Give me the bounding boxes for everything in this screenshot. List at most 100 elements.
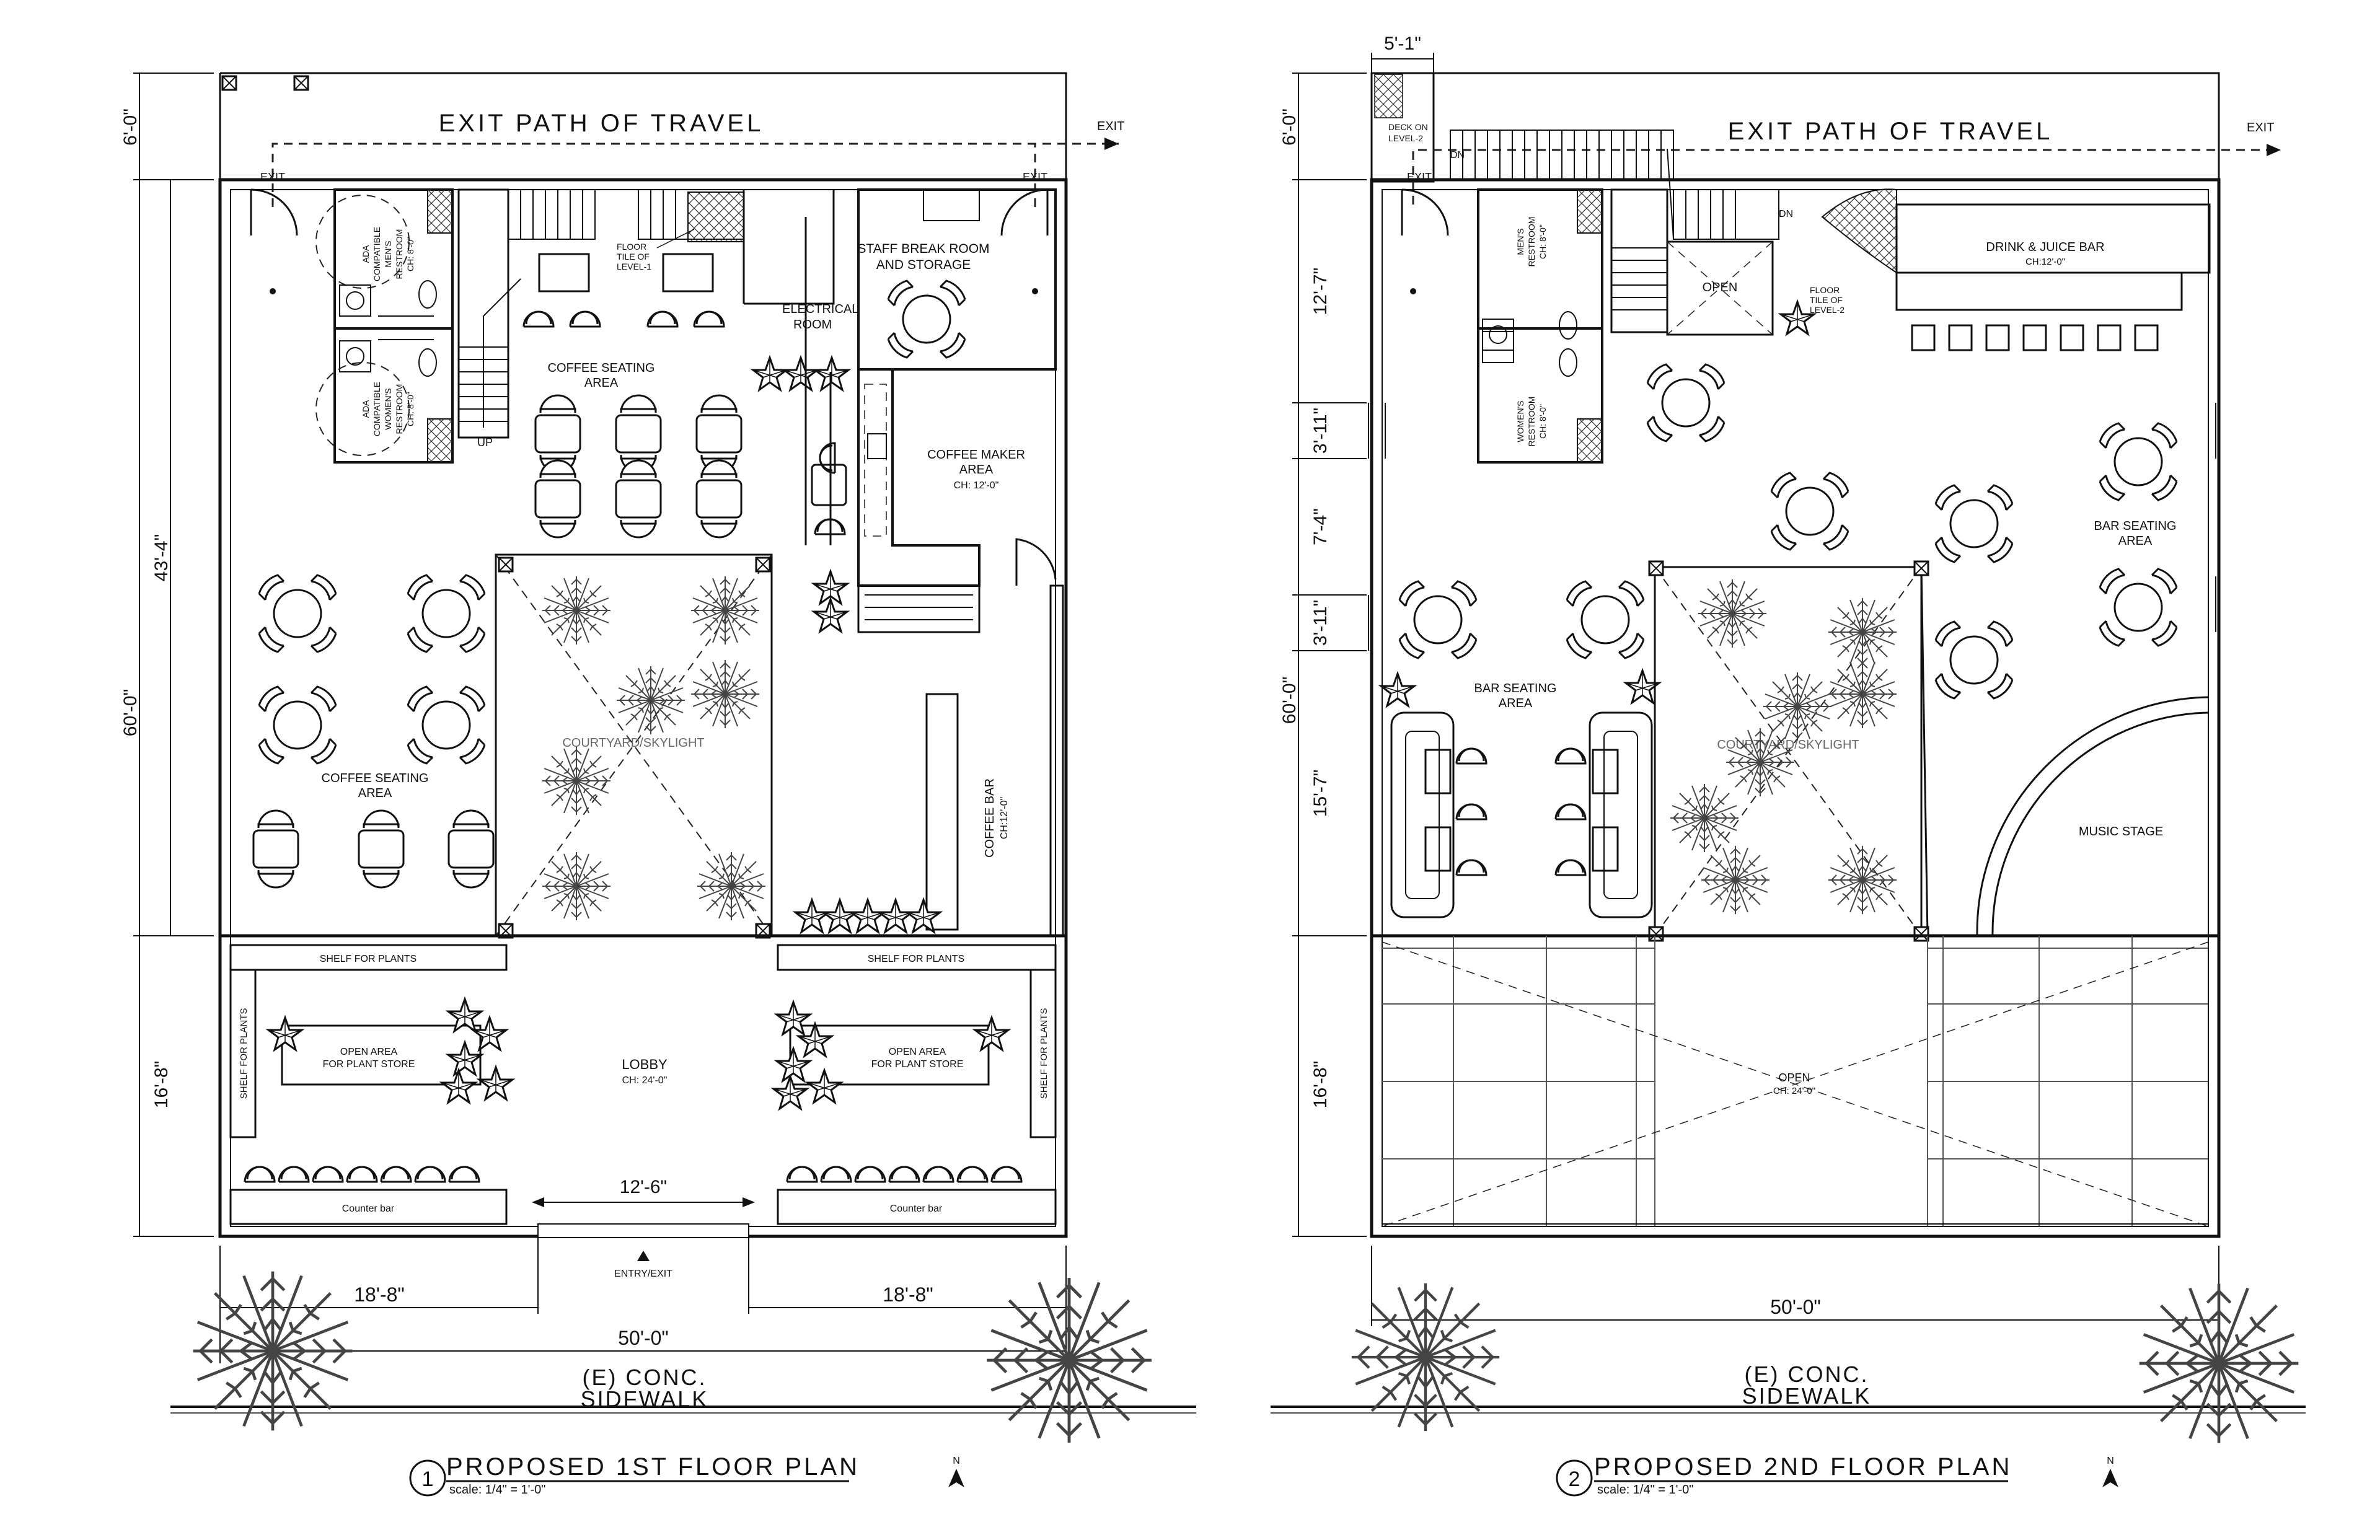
staff-table <box>887 279 966 359</box>
svg-text:FOR PLANT STORE: FOR PLANT STORE <box>323 1059 415 1070</box>
svg-text:MEN'S: MEN'S <box>1515 228 1525 255</box>
mens-restroom-label: ADA COMPATIBLE MEN'S RESTROOM CH: 8'-0" <box>361 227 415 281</box>
coffee-maker-door <box>1015 538 1057 586</box>
svg-text:AREA: AREA <box>358 786 392 800</box>
svg-text:RESTROOM: RESTROOM <box>1527 217 1536 267</box>
music-stage-edge <box>1976 696 2209 936</box>
svg-text:16'-8": 16'-8" <box>1310 1061 1331 1108</box>
svg-text:CH:12'-0": CH:12'-0" <box>2025 257 2065 267</box>
counter-stools-right <box>786 1166 1023 1183</box>
svg-text:DN: DN <box>1450 150 1465 161</box>
exit-marker <box>270 288 276 294</box>
sidewalk-label: (E) CONC. <box>583 1365 707 1390</box>
svg-text:SHELF FOR PLANTS: SHELF FOR PLANTS <box>320 954 416 964</box>
music-stage-label: MUSIC STAGE <box>2079 825 2163 838</box>
svg-text:AREA: AREA <box>1499 697 1533 710</box>
building-outline-2 <box>1370 178 2221 1238</box>
svg-text:CH: 8'-0": CH: 8'-0" <box>1538 404 1548 439</box>
plant-shelf-left <box>229 944 508 971</box>
svg-text:BAR SEATING: BAR SEATING <box>1474 682 1557 695</box>
street-tree <box>2140 1284 2299 1443</box>
counter-stools-left <box>244 1166 480 1183</box>
exit-label-right: EXIT <box>1023 171 1047 183</box>
drink-juice-bar <box>1895 203 2211 274</box>
exit-door-left <box>250 188 298 236</box>
street-tree <box>987 1278 1152 1443</box>
drawing-number: 1 <box>422 1467 434 1491</box>
first-floor-plan: EXIT PATH OF TRAVEL EXIT EXIT EXIT ADA C… <box>120 72 1196 1497</box>
turning-circle <box>315 362 410 456</box>
svg-text:SIDFWALK: SIDFWALK <box>581 1386 709 1412</box>
second-floor-plan: DECK ON LEVEL-2 5'-1" DN EXIT PATH OF TR… <box>1271 33 2306 1497</box>
svg-text:CH: 8'-0": CH: 8'-0" <box>405 392 415 426</box>
dim-width: 50'-0" <box>618 1327 669 1349</box>
svg-text:12'-7": 12'-7" <box>1310 268 1331 315</box>
plan1-title: PROPOSED 1ST FLOOR PLAN <box>446 1453 860 1481</box>
coffee-seating-left-label: COFFEE SEATING <box>322 772 429 785</box>
north-arrow-icon <box>948 1469 964 1487</box>
svg-text:COMPATIBLE: COMPATIBLE <box>372 227 382 281</box>
exit-door-2 <box>1401 188 1449 236</box>
exit-marker <box>1032 288 1038 294</box>
street-tree <box>1352 1283 1499 1431</box>
up-label: UP <box>477 436 493 449</box>
svg-text:COMPATIBLE: COMPATIBLE <box>372 382 382 436</box>
restrooms-block-2 <box>1477 188 1603 464</box>
svg-text:AREA: AREA <box>2118 534 2153 548</box>
dim-top: 6'-0" <box>120 108 141 146</box>
entry-label: ENTRY/EXIT <box>614 1269 672 1279</box>
svg-text:BAR SEATING: BAR SEATING <box>2094 519 2177 533</box>
svg-text:COFFEE BAR: COFFEE BAR <box>983 778 997 858</box>
coffee-maker-counter <box>857 369 981 587</box>
dim-upper: 43'-4" <box>151 534 172 581</box>
booth-right <box>1589 711 1653 918</box>
site-boundary <box>220 72 1067 186</box>
dim-left-bottom: 18'-8" <box>354 1283 405 1306</box>
lobby-label: LOBBY <box>622 1057 668 1072</box>
sink-icon <box>346 347 364 366</box>
plant-shelf-side-right <box>1029 969 1057 1138</box>
svg-text:CH:12'-0": CH:12'-0" <box>999 797 1010 839</box>
planter <box>1779 301 1815 335</box>
svg-text:3'-11": 3'-11" <box>1310 408 1331 454</box>
entry-arrow-icon <box>637 1251 650 1261</box>
floor-tile-label: FLOOR <box>617 242 646 252</box>
svg-text:3'-11": 3'-11" <box>1310 600 1331 646</box>
dim-right-bottom: 18'-8" <box>883 1283 933 1306</box>
svg-text:OPEN: OPEN <box>1778 1071 1810 1084</box>
svg-text:DRINK & JUICE BAR: DRINK & JUICE BAR <box>1986 240 2104 254</box>
svg-text:scale: 1/4" = 1'-0": scale: 1/4" = 1'-0" <box>1597 1483 1693 1497</box>
coffee-seating-top-label: COFFEE SEATING <box>548 361 655 375</box>
svg-text:TILE OF: TILE OF <box>617 252 650 262</box>
staff-room-label: STAFF BREAK ROOM <box>857 242 989 256</box>
svg-text:DECK ON: DECK ON <box>1388 122 1428 132</box>
svg-text:Counter bar: Counter bar <box>890 1203 943 1214</box>
svg-text:SHELF FOR PLANTS: SHELF FOR PLANTS <box>1039 1008 1049 1099</box>
coffee-maker-label: COFFEE MAKER <box>927 448 1025 462</box>
entry-width-dim: 12'-6" <box>620 1177 667 1197</box>
svg-text:ROOM: ROOM <box>793 318 832 332</box>
svg-text:LEVEL-2: LEVEL-2 <box>1388 133 1423 143</box>
exit-arrow-icon <box>1104 138 1119 150</box>
open-stair-void <box>1666 240 1774 336</box>
deck-level-2 <box>1370 72 1435 183</box>
svg-text:DN: DN <box>1779 209 1793 219</box>
planter-row-bottom <box>794 899 941 933</box>
svg-text:RESTROOM: RESTROOM <box>394 384 404 434</box>
coffee-seating-tables-top <box>534 394 743 539</box>
svg-text:RESTROOM: RESTROOM <box>394 229 404 279</box>
svg-text:Counter bar: Counter bar <box>342 1203 395 1214</box>
counter-bar-right <box>777 1189 1057 1225</box>
exit-path-line <box>271 143 1119 207</box>
column-marker <box>221 75 237 91</box>
exterior-stair <box>1450 130 1674 180</box>
svg-text:50'-0": 50'-0" <box>1770 1296 1821 1318</box>
drink-bar-stools <box>1911 324 2159 351</box>
svg-text:SHELF FOR PLANTS: SHELF FOR PLANTS <box>868 954 964 964</box>
svg-text:LEVEL-1: LEVEL-1 <box>617 262 651 271</box>
svg-text:MEN'S: MEN'S <box>383 240 393 267</box>
svg-text:FLOOR: FLOOR <box>1810 285 1840 295</box>
svg-text:LEVEL-2: LEVEL-2 <box>1810 305 1844 315</box>
north-arrow-icon <box>2102 1469 2118 1487</box>
